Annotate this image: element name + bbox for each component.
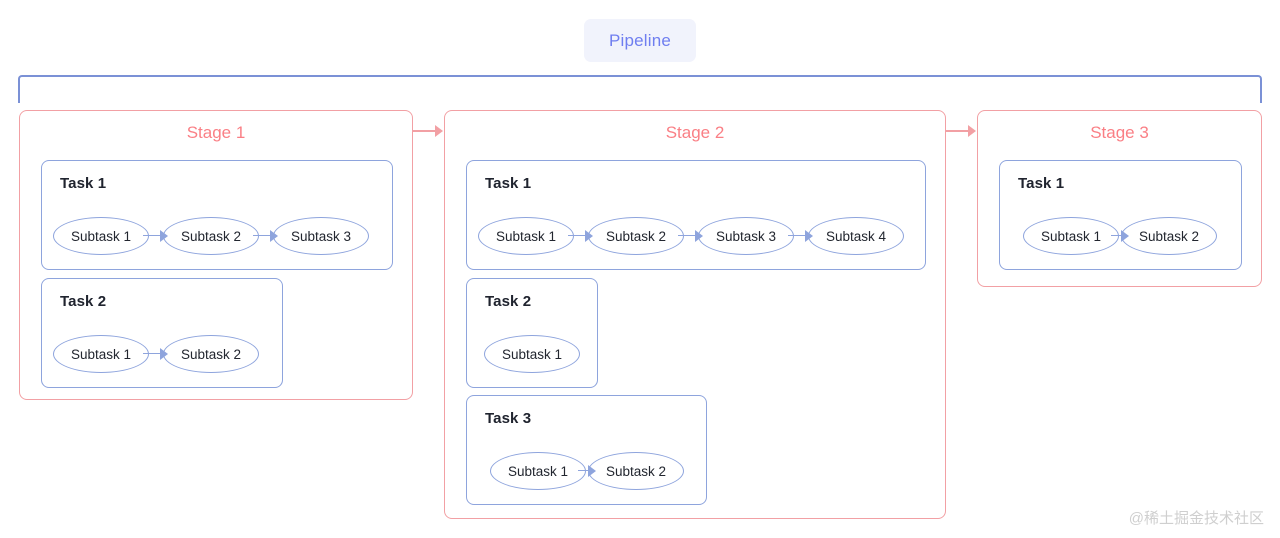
task-title: Task 1 — [1018, 175, 1065, 192]
subtask-arrow-icon — [678, 230, 704, 242]
subtask-row: Subtask 1 Subtask 2 — [490, 452, 684, 490]
task-box[interactable]: Task 1 Subtask 1 Subtask 2 — [999, 160, 1242, 270]
subtask-row: Subtask 1 Subtask 2 Subtask 3 — [53, 217, 369, 255]
subtask-node[interactable]: Subtask 4 — [808, 217, 904, 255]
pipeline-title-label: Pipeline — [608, 30, 672, 50]
subtask-node[interactable]: Subtask 1 — [1023, 217, 1119, 255]
subtask-row: Subtask 1 — [484, 335, 580, 373]
subtask-arrow-icon — [788, 230, 814, 242]
task-box[interactable]: Task 2 Subtask 1 Subtask 2 — [41, 278, 283, 388]
task-box[interactable]: Task 2 Subtask 1 — [466, 278, 598, 388]
subtask-arrow-icon — [143, 348, 169, 360]
subtask-row: Subtask 1 Subtask 2 — [1023, 217, 1217, 255]
task-title: Task 2 — [60, 293, 107, 310]
subtask-node[interactable]: Subtask 1 — [478, 217, 574, 255]
subtask-node[interactable]: Subtask 2 — [1121, 217, 1217, 255]
subtask-node[interactable]: Subtask 1 — [53, 217, 149, 255]
stage-connector-arrow-icon — [413, 125, 444, 137]
task-title: Task 1 — [60, 175, 107, 192]
subtask-node[interactable]: Subtask 2 — [588, 217, 684, 255]
subtask-arrow-icon — [253, 230, 279, 242]
task-box[interactable]: Task 1 Subtask 1 Subtask 2 Subtask 3 — [41, 160, 393, 270]
task-box[interactable]: Task 3 Subtask 1 Subtask 2 — [466, 395, 707, 505]
pipeline-title-chip: Pipeline — [584, 19, 696, 62]
pipeline-bracket — [18, 75, 1262, 103]
subtask-row: Subtask 1 Subtask 2 — [53, 335, 259, 373]
stage-box-1[interactable]: Stage 1 Task 1 Subtask 1 Subtask 2 Subta… — [19, 110, 413, 400]
task-title: Task 1 — [485, 175, 532, 192]
stage-box-3[interactable]: Stage 3 Task 1 Subtask 1 Subtask 2 — [977, 110, 1262, 287]
subtask-arrow-icon — [578, 465, 596, 477]
stage-connector-arrow-icon — [946, 125, 977, 137]
stage-box-2[interactable]: Stage 2 Task 1 Subtask 1 Subtask 2 Subta… — [444, 110, 946, 519]
subtask-row: Subtask 1 Subtask 2 Subtask 3 Subtask 4 — [478, 217, 904, 255]
subtask-arrow-icon — [568, 230, 594, 242]
task-box[interactable]: Task 1 Subtask 1 Subtask 2 Subtask 3 Sub… — [466, 160, 926, 270]
subtask-node[interactable]: Subtask 3 — [698, 217, 794, 255]
stage-title-1: Stage 1 — [186, 123, 246, 142]
subtask-node[interactable]: Subtask 3 — [273, 217, 369, 255]
task-title: Task 2 — [485, 293, 532, 310]
subtask-node[interactable]: Subtask 2 — [163, 335, 259, 373]
watermark-text: @稀土掘金技术社区 — [1128, 510, 1264, 527]
subtask-node[interactable]: Subtask 2 — [588, 452, 684, 490]
subtask-node[interactable]: Subtask 1 — [484, 335, 580, 373]
task-title: Task 3 — [485, 410, 532, 427]
subtask-arrow-icon — [1111, 230, 1129, 242]
stage-title-2: Stage 2 — [665, 123, 725, 142]
subtask-node[interactable]: Subtask 2 — [163, 217, 259, 255]
subtask-node[interactable]: Subtask 1 — [53, 335, 149, 373]
stage-title-3: Stage 3 — [1090, 123, 1149, 142]
subtask-arrow-icon — [143, 230, 169, 242]
subtask-node[interactable]: Subtask 1 — [490, 452, 586, 490]
